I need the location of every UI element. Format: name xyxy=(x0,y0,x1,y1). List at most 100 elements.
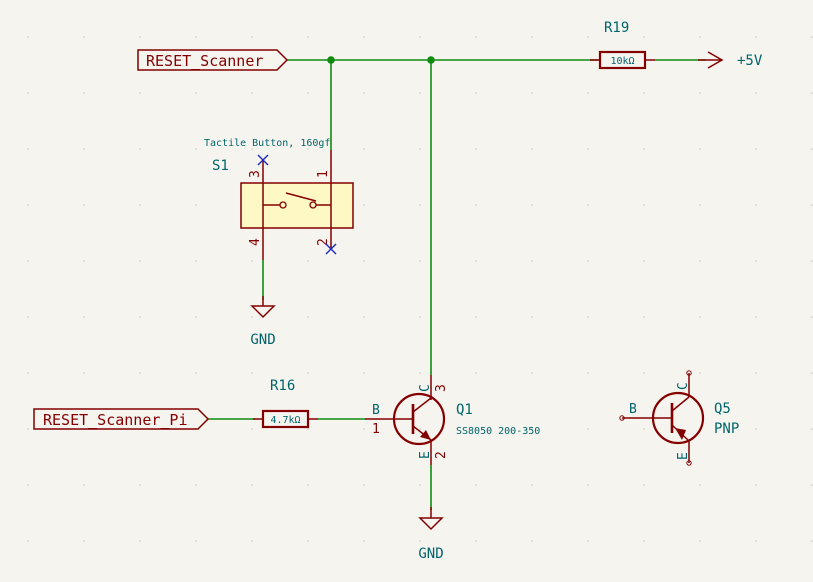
grid-dot xyxy=(251,36,253,38)
grid-dot xyxy=(755,204,757,206)
grid-dot xyxy=(587,204,589,206)
grid-dot xyxy=(811,204,813,206)
grid-dot xyxy=(363,204,365,206)
pin-number: 2 xyxy=(316,238,331,246)
grid-dot xyxy=(699,92,701,94)
grid-dot xyxy=(755,484,757,486)
resistor-ref: R19 xyxy=(604,20,629,36)
grid-dot xyxy=(755,36,757,38)
grid-dot xyxy=(307,372,309,374)
grid-dot xyxy=(251,540,253,542)
grid-dot xyxy=(811,148,813,150)
grid-dot xyxy=(27,484,29,486)
label-text: RESET_Scanner_Pi xyxy=(43,411,188,429)
grid-dot xyxy=(27,372,29,374)
grid-dot xyxy=(307,316,309,318)
transistor-q1[interactable]: B 1 C 3 E 2 Q1 SS8050 200-350 xyxy=(365,375,540,465)
grid-dot xyxy=(419,484,421,486)
grid-dot xyxy=(419,36,421,38)
grid-dot xyxy=(363,316,365,318)
grid-dot xyxy=(419,316,421,318)
pin-number: 3 xyxy=(248,170,263,178)
grid-dot xyxy=(811,484,813,486)
ground-symbol-1[interactable]: GND xyxy=(250,296,276,348)
grid-dot xyxy=(83,372,85,374)
grid-dot xyxy=(419,148,421,150)
grid-dot xyxy=(139,204,141,206)
grid-dot xyxy=(195,540,197,542)
grid-dot xyxy=(419,92,421,94)
grid-dot xyxy=(755,316,757,318)
junction-dot xyxy=(427,56,435,64)
global-label-reset-scanner[interactable]: RESET_Scanner xyxy=(137,49,289,71)
grid-dot xyxy=(363,484,365,486)
grid-dot xyxy=(251,148,253,150)
grid-dot xyxy=(307,428,309,430)
resistor-r16[interactable]: 4.7kΩ R16 xyxy=(253,378,318,429)
grid-dot xyxy=(419,428,421,430)
grid-dot xyxy=(587,540,589,542)
pin-number: 2 xyxy=(434,451,449,459)
grid-dot xyxy=(27,428,29,430)
grid-dot xyxy=(643,92,645,94)
grid-dot xyxy=(475,204,477,206)
no-connect-pin3 xyxy=(257,154,269,166)
resistor-r19[interactable]: 10kΩ R19 xyxy=(590,20,655,70)
grid-dot xyxy=(251,92,253,94)
grid-dot xyxy=(755,372,757,374)
grid-dot xyxy=(139,540,141,542)
grid-dot xyxy=(587,428,589,430)
grid-dot xyxy=(699,484,701,486)
grid-dot xyxy=(531,316,533,318)
grid-dot xyxy=(195,484,197,486)
grid-dot xyxy=(307,484,309,486)
grid-dot xyxy=(699,372,701,374)
grid-dot xyxy=(643,148,645,150)
resistor-value: 4.7kΩ xyxy=(270,415,300,426)
grid-dot xyxy=(643,316,645,318)
grid-dot xyxy=(27,316,29,318)
pin-name: C xyxy=(676,382,691,390)
power-5v[interactable]: +5V xyxy=(698,51,763,69)
grid-dot xyxy=(363,260,365,262)
transistor-ref: Q5 xyxy=(714,401,731,417)
grid-dot xyxy=(419,372,421,374)
global-label-reset-scanner-pi[interactable]: RESET_Scanner_Pi xyxy=(33,408,210,430)
grid-dot xyxy=(307,36,309,38)
label-text: RESET_Scanner xyxy=(146,52,263,70)
grid-dot xyxy=(811,540,813,542)
grid-dot xyxy=(643,484,645,486)
pin-name: B xyxy=(629,402,637,417)
grid-dot xyxy=(251,428,253,430)
grid-dot xyxy=(83,484,85,486)
grid-dot xyxy=(587,92,589,94)
grid-dot xyxy=(755,148,757,150)
grid-dot xyxy=(531,204,533,206)
transistor-ref: Q1 xyxy=(456,402,473,418)
grid-dot xyxy=(643,372,645,374)
grid-dot xyxy=(755,540,757,542)
grid-dot xyxy=(139,484,141,486)
transistor-q5[interactable]: B C E Q5 PNP xyxy=(619,370,739,466)
grid-dot xyxy=(139,316,141,318)
grid-dot xyxy=(475,484,477,486)
grid-dot xyxy=(83,148,85,150)
grid-dot xyxy=(811,316,813,318)
grid-dot xyxy=(699,260,701,262)
grid-dot xyxy=(531,36,533,38)
grid-dot xyxy=(83,36,85,38)
no-connect-pin2 xyxy=(325,243,337,255)
switch-s1[interactable]: Tactile Button, 160gf S1 1 2 3 4 xyxy=(204,138,354,260)
grid-dot xyxy=(363,540,365,542)
grid-dot xyxy=(811,260,813,262)
ground-symbol-2[interactable]: GND xyxy=(418,507,444,562)
grid-dot xyxy=(195,316,197,318)
grid-dot xyxy=(755,428,757,430)
grid-dot xyxy=(531,372,533,374)
grid-dot xyxy=(83,92,85,94)
grid-dot xyxy=(251,484,253,486)
grid-dot xyxy=(643,204,645,206)
junction-dot xyxy=(327,56,335,64)
grid-dot xyxy=(139,92,141,94)
